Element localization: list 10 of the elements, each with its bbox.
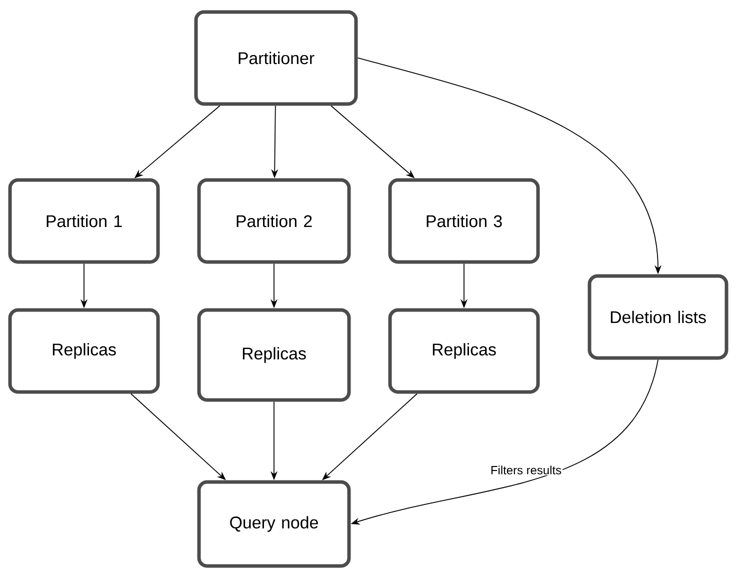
process-box: Replicas bbox=[197, 308, 351, 402]
process-box: Replicas bbox=[8, 308, 160, 394]
process-box: Deletion lists bbox=[588, 274, 728, 360]
process-box: Partition 1 bbox=[8, 178, 160, 264]
process-box: Replicas bbox=[388, 308, 540, 394]
process-box: Partition 3 bbox=[388, 178, 540, 264]
process-box: Partitioner bbox=[194, 10, 358, 106]
edge-label: Filters results bbox=[489, 464, 563, 476]
process-box: Partition 2 bbox=[197, 178, 351, 264]
process-box: Query node bbox=[197, 480, 351, 568]
